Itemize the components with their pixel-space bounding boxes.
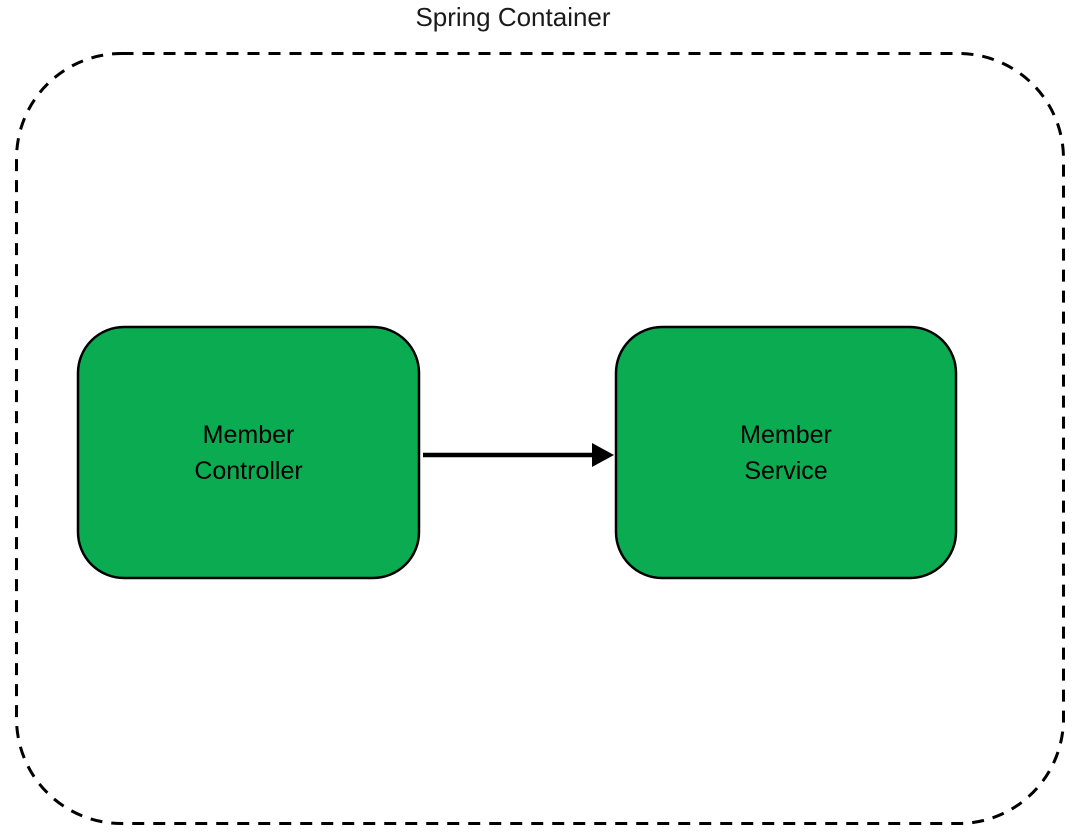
node-member-controller [76,325,421,580]
spring-container-boundary [15,52,1065,825]
node-member-service [614,325,958,580]
arrow-head-icon [592,443,614,467]
edge-controller-to-service [423,443,614,467]
diagram-title: Spring Container [415,2,611,32]
